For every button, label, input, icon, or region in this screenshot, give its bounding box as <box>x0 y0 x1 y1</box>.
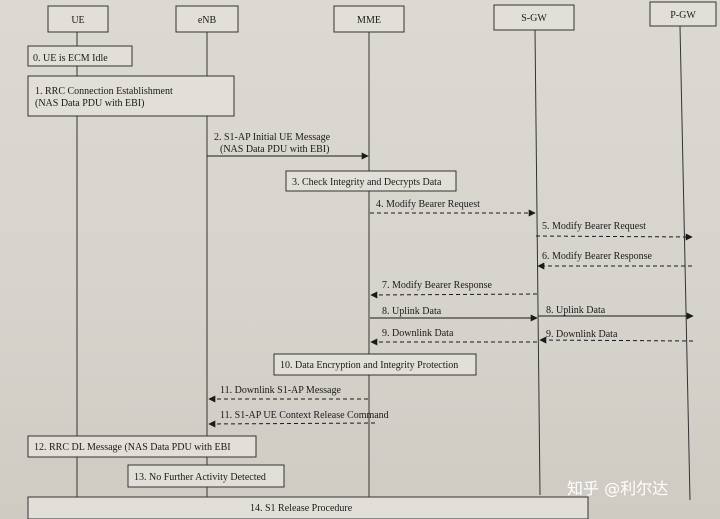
step12-box <box>27 435 257 458</box>
step11b-label: 11. S1-AP UE Context Release Command <box>220 410 389 421</box>
step11-label: 11. Downlink S1-AP Message <box>220 385 341 396</box>
step9a-label: 9. Downlink Data <box>382 328 454 339</box>
entity-label-mme: MME <box>357 15 381 26</box>
step8a-label: 8. Uplink Data <box>382 306 442 317</box>
step13-box <box>127 464 285 488</box>
step14-label: 14. S1 Release Procedure <box>250 503 353 514</box>
entity-box-sgw <box>493 4 575 31</box>
entity-label-pgw: P-GW <box>670 10 696 21</box>
entity-box-pgw <box>649 1 717 27</box>
step5-label: 5. Modify Bearer Request <box>542 221 646 232</box>
step2-label: 2. S1-AP Initial UE Message <box>214 132 331 143</box>
step12-label: 12. RRC DL Message (NAS Data PDU with EB… <box>34 442 231 453</box>
step0-box <box>27 45 133 67</box>
step13-label: 13. No Further Activity Detected <box>134 472 266 483</box>
step1-label: 1. RRC Connection Establishment <box>35 86 173 97</box>
step10-label: 10. Data Encryption and Integrity Protec… <box>280 360 458 371</box>
entity-label-sgw: S-GW <box>521 13 547 24</box>
step7-label: 7. Modify Bearer Response <box>382 280 493 291</box>
entity-label-enb: eNB <box>198 15 217 26</box>
step9b-arrow <box>539 336 694 344</box>
step10-box <box>273 353 477 376</box>
entity-box-ue <box>47 5 109 33</box>
step5-arrow <box>535 233 693 241</box>
step1-box <box>27 75 235 117</box>
entity-box-enb <box>175 5 239 33</box>
lifeline-sgw <box>534 29 541 496</box>
lifeline-pgw <box>679 25 691 501</box>
entity-box-mme <box>333 5 405 33</box>
step11b-arrow <box>208 420 376 428</box>
entity-label-ue: UE <box>71 15 84 26</box>
entity-boxes: UE eNB MME S-GW P-GW <box>47 1 717 33</box>
step2-sublabel: (NAS Data PDU with EBI) <box>220 144 329 155</box>
step14-box <box>27 496 589 519</box>
step3-box <box>285 170 457 192</box>
step0-label: 0. UE is ECM Idle <box>33 53 108 64</box>
step7-arrow <box>370 291 538 299</box>
step8b-label: 8. Uplink Data <box>546 305 606 316</box>
watermark-text: 知乎 @利尔达 <box>567 479 668 498</box>
step3-label: 3. Check Integrity and Decrypts Data <box>292 177 442 188</box>
step9b-label: 9. Downlink Data <box>546 329 618 340</box>
step6-label: 6. Modify Bearer Response <box>542 251 653 262</box>
step4-label: 4. Modify Bearer Request <box>376 199 480 210</box>
step1-sublabel: (NAS Data PDU with EBI) <box>35 98 144 109</box>
